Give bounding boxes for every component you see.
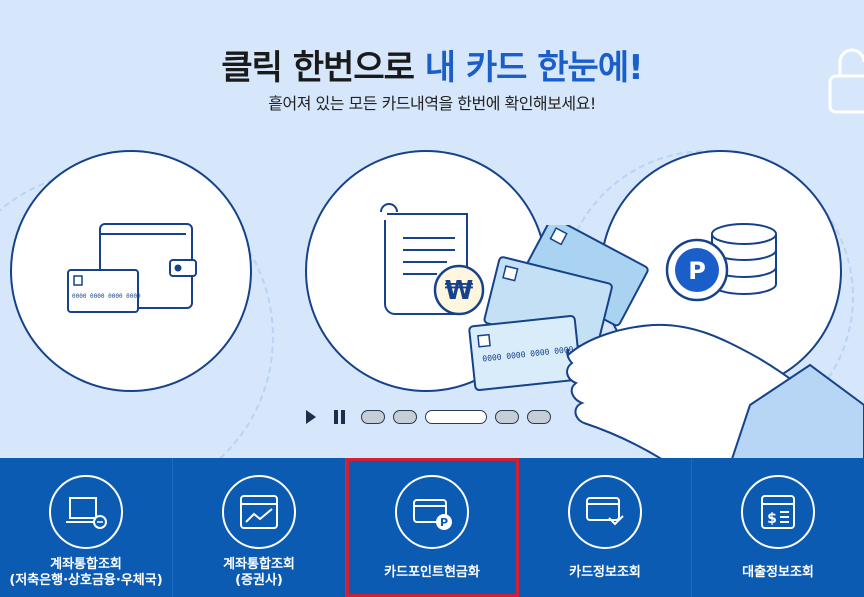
menu-label: 계좌통합조회(증권사) [223, 557, 295, 588]
card-point-icon: P [395, 475, 469, 549]
service-menu: 계좌통합조회(저축은행·상호금융·우체국) 계좌통합조회(증권사) P 카드포인… [0, 458, 864, 597]
slider-dot-5[interactable] [527, 410, 551, 424]
hero-subtitle: 흩어져 있는 모든 카드내역을 한번에 확인해보세요! [268, 94, 596, 113]
hero-title-main: 클릭 한번으로 [221, 48, 415, 88]
menu-item-account-securities[interactable]: 계좌통합조회(증권사) [173, 458, 346, 597]
hero-title-accent: 내 카드 한눈에! [424, 48, 644, 88]
wallet-icon: 0000 0000 0000 0000 [67, 223, 197, 313]
hand-holding-cards-icon: 0000 0000 0000 0000 [468, 225, 864, 458]
menu-item-card-info[interactable]: 카드정보조회 [519, 458, 692, 597]
slider-dot-3[interactable] [425, 410, 487, 424]
slider-dot-4[interactable] [495, 410, 519, 424]
menu-item-loan-info[interactable]: $ 대출정보조회 [692, 458, 864, 597]
card-number: 0000 0000 0000 0000 [72, 293, 141, 300]
bank-account-icon [49, 475, 123, 549]
svg-text:$: $ [767, 511, 777, 527]
menu-item-card-point-cash[interactable]: P 카드포인트현금화 [346, 458, 519, 597]
menu-label: 계좌통합조회(저축은행·상호금융·우체국) [9, 557, 163, 588]
slider-controls [306, 410, 551, 424]
hero-title: 클릭 한번으로 내 카드 한눈에! [0, 40, 864, 89]
loan-info-icon: $ [741, 475, 815, 549]
slider-dot-2[interactable] [393, 410, 417, 424]
decor-lock-icon [828, 48, 864, 114]
menu-label: 대출정보조회 [742, 565, 814, 580]
coin-stack-icon: P [665, 223, 777, 302]
won-symbol: ₩ [445, 276, 474, 306]
slider-dot-1[interactable] [361, 410, 385, 424]
stock-chart-icon [222, 475, 296, 549]
illustration-wallet: 0000 0000 0000 0000 [10, 150, 252, 392]
point-symbol: P [688, 257, 706, 285]
play-icon[interactable] [306, 410, 326, 424]
card-info-icon [568, 475, 642, 549]
menu-item-account-savings[interactable]: 계좌통합조회(저축은행·상호금융·우체국) [0, 458, 173, 597]
hero-banner: 클릭 한번으로 내 카드 한눈에! 흩어져 있는 모든 카드내역을 한번에 확인… [0, 40, 864, 458]
receipt-icon: ₩ [380, 203, 485, 316]
svg-text:P: P [440, 516, 448, 529]
menu-label: 카드포인트현금화 [384, 565, 480, 580]
pause-icon[interactable] [334, 410, 345, 424]
menu-label: 카드정보조회 [569, 565, 641, 580]
